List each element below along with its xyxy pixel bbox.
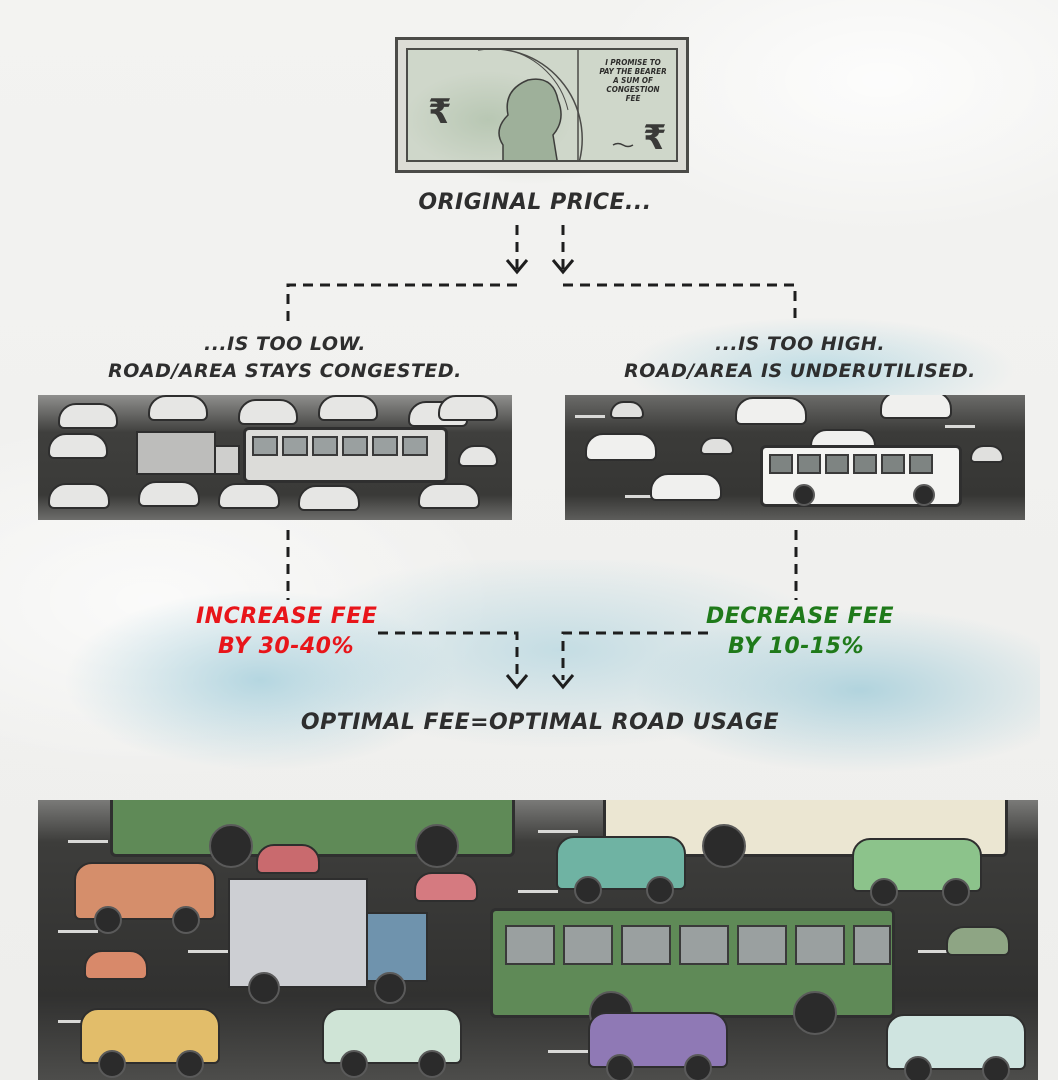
too-high-line1: ...IS TOO HIGH. xyxy=(650,333,950,355)
truck-cab xyxy=(214,445,240,475)
scooter xyxy=(610,401,644,419)
car xyxy=(585,433,657,461)
connector-left xyxy=(288,285,517,325)
increase-fee-line1: INCREASE FEE xyxy=(196,604,376,629)
bus xyxy=(760,445,962,507)
scooter xyxy=(458,445,498,467)
car xyxy=(318,395,378,421)
car xyxy=(880,395,952,419)
connector-decrease xyxy=(563,633,708,680)
truck xyxy=(136,431,216,475)
scooter xyxy=(84,950,148,980)
increase-fee-line2: BY 30-40% xyxy=(196,634,376,659)
scooter xyxy=(946,926,1010,956)
car xyxy=(438,395,498,421)
optimal-road-illustration xyxy=(38,800,1038,1080)
connector-increase xyxy=(378,633,517,680)
car xyxy=(74,862,216,920)
decrease-fee-line2: BY 10-15% xyxy=(706,634,886,659)
car xyxy=(852,838,982,892)
car xyxy=(48,433,108,459)
scooter xyxy=(414,872,478,902)
car xyxy=(48,483,110,509)
car xyxy=(138,481,200,507)
car xyxy=(418,483,480,509)
car xyxy=(886,1014,1026,1070)
congested-road-illustration xyxy=(38,395,512,520)
too-high-line2: ROAD/AREA IS UNDERUTILISED. xyxy=(620,360,980,382)
car xyxy=(322,1008,462,1064)
truck xyxy=(228,878,368,988)
decrease-fee-line1: DECREASE FEE xyxy=(706,604,886,629)
car xyxy=(238,399,298,425)
car xyxy=(298,485,360,511)
connector-right xyxy=(563,285,795,325)
car xyxy=(58,403,118,429)
car xyxy=(588,1012,728,1068)
arrowhead-icon xyxy=(507,675,527,687)
truck-cab xyxy=(366,912,428,982)
car xyxy=(218,483,280,509)
scooter xyxy=(970,445,1004,463)
car xyxy=(556,836,686,890)
too-low-line1: ...IS TOO LOW. xyxy=(130,333,440,355)
car xyxy=(80,1008,220,1064)
bus xyxy=(243,427,448,483)
too-low-line2: ROAD/AREA STAYS CONGESTED. xyxy=(100,360,470,382)
optimal-fee-label: OPTIMAL FEE=OPTIMAL ROAD USAGE xyxy=(300,710,780,735)
scooter xyxy=(256,844,320,874)
underutilised-road-illustration xyxy=(565,395,1025,520)
car xyxy=(735,397,807,425)
car xyxy=(650,473,722,501)
scooter xyxy=(700,437,734,455)
bus xyxy=(490,908,895,1018)
car xyxy=(148,395,208,421)
